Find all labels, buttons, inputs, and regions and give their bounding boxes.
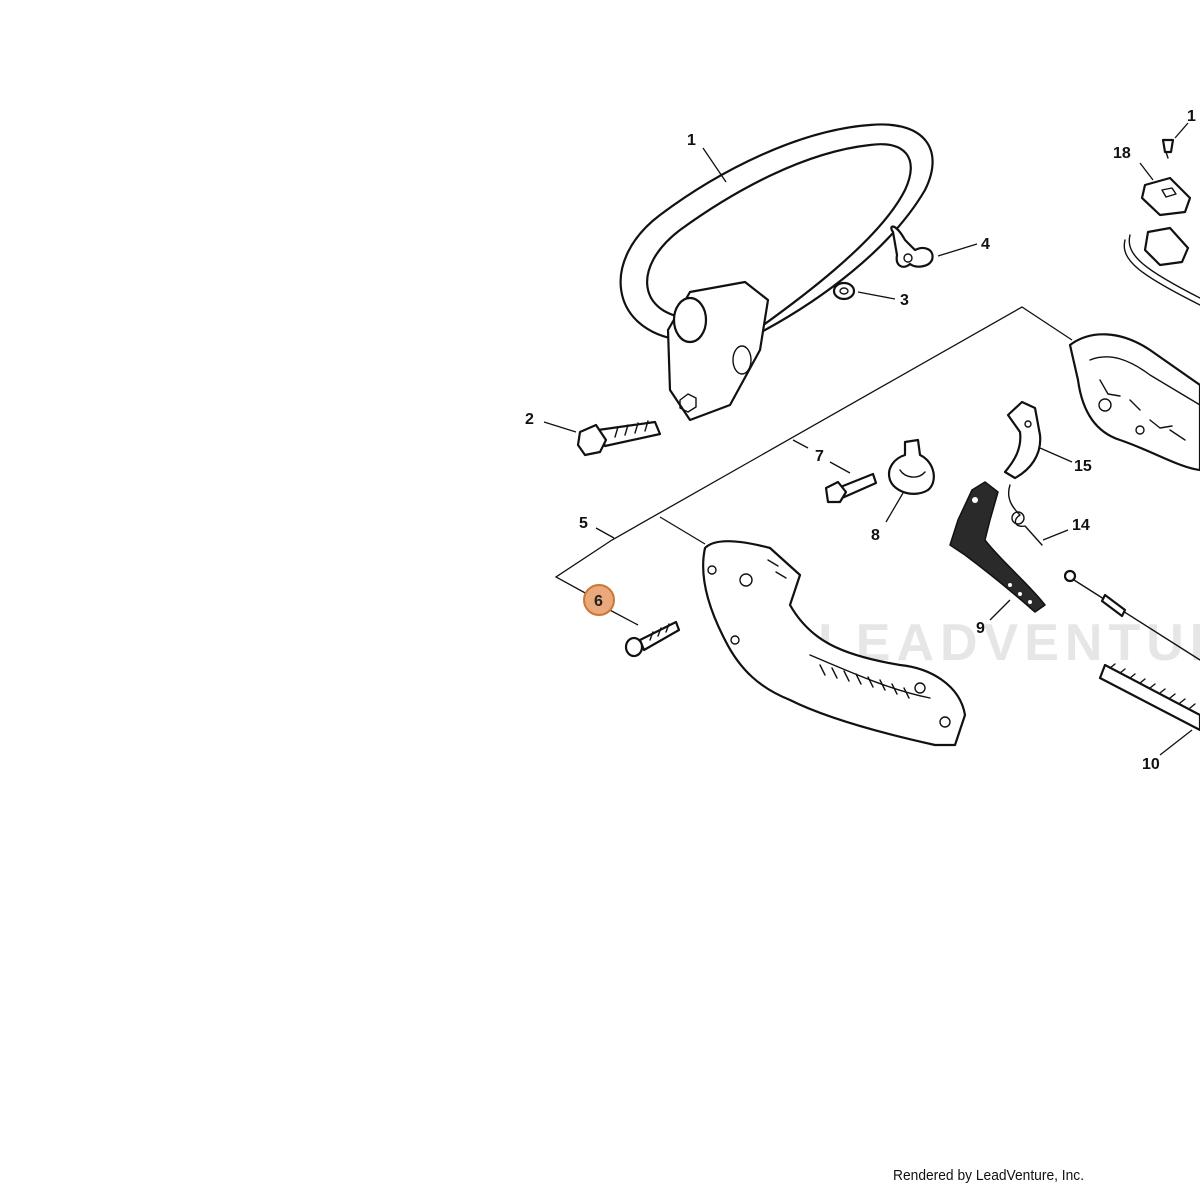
leader-lines bbox=[543, 122, 1193, 756]
handle-housing-part[interactable] bbox=[1068, 333, 1200, 472]
washer-part[interactable] bbox=[832, 281, 856, 301]
callout-7[interactable]: 7 bbox=[815, 448, 824, 465]
callout-1-top-right[interactable]: 1 bbox=[1187, 108, 1196, 125]
screw-top-right-part[interactable] bbox=[1161, 138, 1175, 159]
screw-7-part[interactable] bbox=[824, 472, 878, 504]
callout-9[interactable]: 9 bbox=[976, 620, 985, 637]
rear-handle-part[interactable] bbox=[702, 540, 967, 747]
callout-6[interactable]: 6 bbox=[594, 593, 603, 610]
callout-8[interactable]: 8 bbox=[871, 527, 880, 544]
switch-wire-part[interactable] bbox=[1123, 226, 1200, 306]
screw-6-part[interactable] bbox=[624, 620, 681, 658]
switch-part[interactable] bbox=[1140, 176, 1192, 217]
callout-10[interactable]: 10 bbox=[1142, 756, 1160, 773]
loop-handle-part[interactable] bbox=[619, 123, 934, 422]
spring-part[interactable] bbox=[1008, 484, 1043, 546]
throttle-trigger-part[interactable] bbox=[949, 481, 1046, 613]
bolt-part[interactable] bbox=[576, 420, 662, 457]
callout-14[interactable]: 14 bbox=[1072, 517, 1090, 534]
wing-nut-part[interactable] bbox=[890, 225, 934, 268]
clamp-part[interactable] bbox=[887, 438, 935, 495]
throttle-cable-part[interactable] bbox=[1063, 569, 1200, 661]
callout-3[interactable]: 3 bbox=[900, 292, 909, 309]
footer-credit: Rendered by LeadVenture, Inc. bbox=[893, 1167, 1085, 1184]
callout-18[interactable]: 18 bbox=[1113, 145, 1131, 162]
callout-4[interactable]: 4 bbox=[981, 236, 990, 253]
callout-15[interactable]: 15 bbox=[1074, 458, 1092, 475]
selected-callout-highlight[interactable] bbox=[583, 584, 615, 616]
lockout-lever-part[interactable] bbox=[1003, 400, 1042, 480]
callout-labels: 1 2 3 4 5 6 7 8 9 10 14 15 18 1 bbox=[525, 108, 1196, 773]
callout-1[interactable]: 1 bbox=[687, 132, 696, 149]
callout-5[interactable]: 5 bbox=[579, 515, 588, 532]
cable-conduit-part[interactable] bbox=[1098, 663, 1200, 732]
callout-2[interactable]: 2 bbox=[525, 411, 534, 428]
